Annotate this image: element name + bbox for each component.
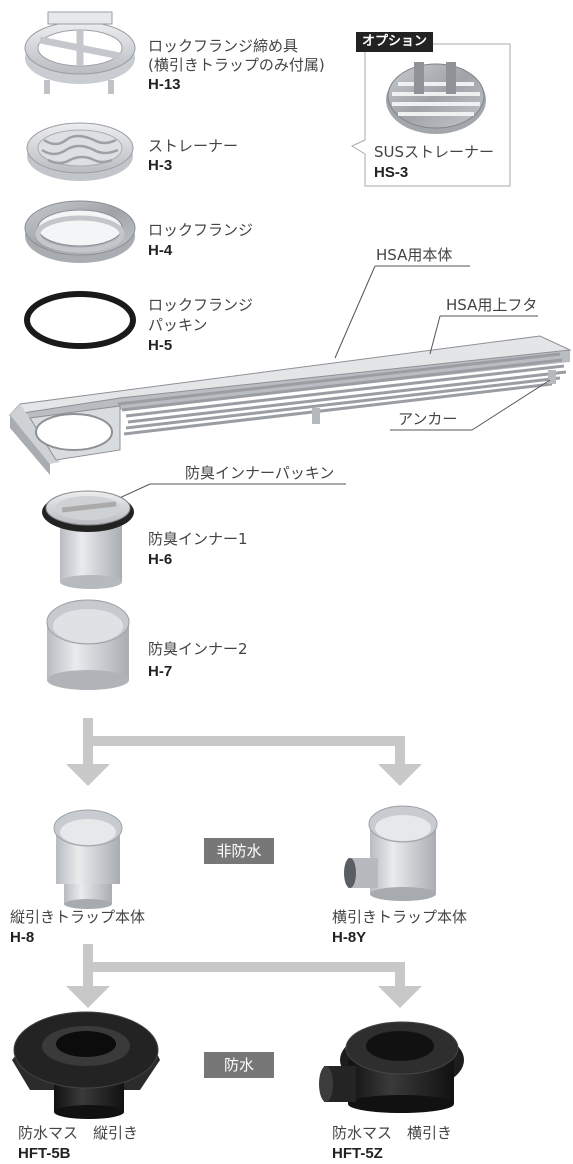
horizontal-trap-icon	[344, 805, 438, 901]
h6-name: 防臭インナー1	[148, 530, 248, 548]
anchor-label: アンカー	[398, 410, 458, 428]
waterproof-badge: 防水	[204, 1052, 274, 1078]
h6-code: H-6	[148, 551, 173, 568]
h8y-code: H-8Y	[332, 929, 367, 946]
option-code: HS-3	[374, 164, 409, 181]
waterproof-basin-icon	[12, 1011, 160, 1119]
option-name: SUSストレーナー	[374, 143, 495, 161]
h13-code: H-13	[148, 76, 181, 93]
h3-name: ストレーナー	[148, 137, 239, 155]
h5-name-line1: ロックフランジ	[148, 296, 254, 314]
h7-name: 防臭インナー2	[148, 640, 248, 658]
h8-code: H-8	[10, 929, 35, 946]
hft5z-code: HFT-5Z	[332, 1145, 383, 1162]
h13-name-line2: (横引きトラップのみ付属)	[148, 56, 325, 74]
hft5b-code: HFT-5B	[18, 1145, 71, 1162]
body-label: HSA用本体	[376, 246, 453, 264]
gasket-name: 防臭インナーパッキン	[185, 464, 335, 482]
drain-body-icon	[8, 265, 572, 475]
flange-clamp-icon	[24, 11, 136, 94]
h3-code: H-3	[148, 157, 173, 174]
hft5z-name: 防水マス 横引き	[332, 1124, 453, 1142]
arrow-down-icon	[66, 944, 422, 1008]
hft5b-name: 防水マス 縦引き	[18, 1124, 139, 1142]
non-waterproof-badge: 非防水	[204, 838, 274, 864]
h8-name: 縦引きトラップ本体	[10, 908, 146, 926]
gasket-ring-icon	[24, 291, 136, 349]
lock-flange-icon	[24, 200, 136, 263]
h5-name-line2: パッキン	[148, 316, 208, 334]
lid-label: HSA用上フタ	[446, 296, 538, 314]
trap-icon	[53, 809, 123, 909]
h4-code: H-4	[148, 242, 173, 259]
h5-code: H-5	[148, 337, 173, 354]
arrow-down-icon	[66, 718, 422, 786]
option-badge: オプション	[356, 32, 434, 52]
sus-strainer-icon	[350, 43, 511, 187]
horizontal-waterproof-basin-icon	[319, 1021, 464, 1113]
h7-code: H-7	[148, 663, 173, 680]
odor-inner-1-icon	[42, 483, 346, 589]
h13-name-line1: ロックフランジ締め具	[148, 37, 299, 55]
h8y-name: 横引きトラップ本体	[332, 908, 468, 926]
odor-inner-2-icon	[46, 599, 130, 690]
strainer-icon	[26, 122, 134, 181]
h4-name: ロックフランジ	[148, 221, 254, 239]
